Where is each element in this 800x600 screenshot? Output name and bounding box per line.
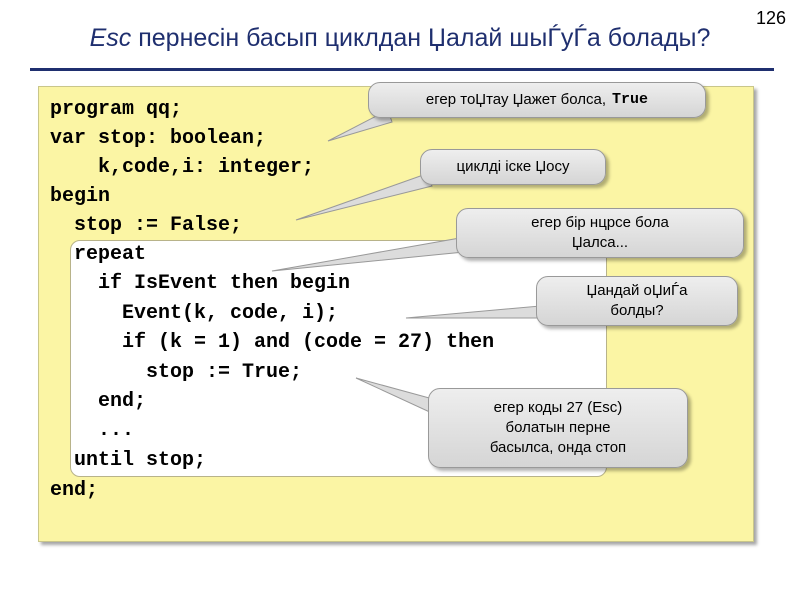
callout-which-event-line2: болды?	[610, 302, 664, 319]
title-divider	[30, 68, 774, 71]
title-text: пернесін басып циклдан Џалай шыЃуЃа бола…	[131, 24, 711, 52]
code-line-1: program qq;	[50, 98, 183, 121]
callout-which-event-line1: Џандай оЏиЃа	[586, 282, 688, 299]
callout-start-loop: циклді іске Џосу	[420, 149, 606, 185]
callout-esc-stop-line1: егер коды 27 (Esc)	[493, 399, 623, 416]
code-line-10: stop := True;	[50, 361, 303, 384]
code-line-6: repeat	[50, 243, 147, 266]
callout-which-event: Џандай оЏиЃа болды?	[536, 276, 738, 326]
code-line-11: end;	[50, 390, 147, 413]
code-line-4: begin	[50, 185, 111, 208]
callout-esc-stop-line2: болатын перне	[505, 419, 611, 436]
page-title: Esc пернесін басып циклдан Џалай шыЃуЃа …	[0, 24, 800, 53]
code-line-5: stop := False;	[50, 214, 243, 237]
callout-stop-needed-code: True	[612, 91, 649, 108]
code-line-3: k,code,i: integer;	[50, 156, 315, 179]
code-line-12: ...	[50, 419, 135, 442]
code-line-13: until stop;	[50, 449, 207, 472]
code-line-8: Event(k, code, i);	[50, 302, 339, 325]
callout-if-something-line2: Џалса...	[571, 234, 629, 251]
title-keyword: Esc	[89, 24, 132, 52]
callout-stop-needed-text: егер тоЏтау Џажет болса,	[425, 91, 607, 108]
slide-number: 126	[755, 8, 786, 28]
callout-esc-stop: егер коды 27 (Esc) болатын перне басылса…	[428, 388, 688, 468]
callout-esc-stop-line3: басылса, онда стоп	[489, 439, 627, 456]
code-line-9: if (k = 1) and (code = 27) then	[50, 331, 495, 354]
callout-start-loop-text: циклді іске Џосу	[456, 158, 570, 175]
callout-if-something: егер бір нцрсе бола Џалса...	[456, 208, 744, 258]
callout-stop-needed: егер тоЏтау Џажет болса, True	[368, 82, 706, 118]
code-line-14: end;	[50, 479, 99, 502]
code-line-2: var stop: boolean;	[50, 127, 267, 150]
callout-if-something-line1: егер бір нцрсе бола	[531, 214, 669, 231]
code-line-7: if IsEvent then begin	[50, 272, 351, 295]
